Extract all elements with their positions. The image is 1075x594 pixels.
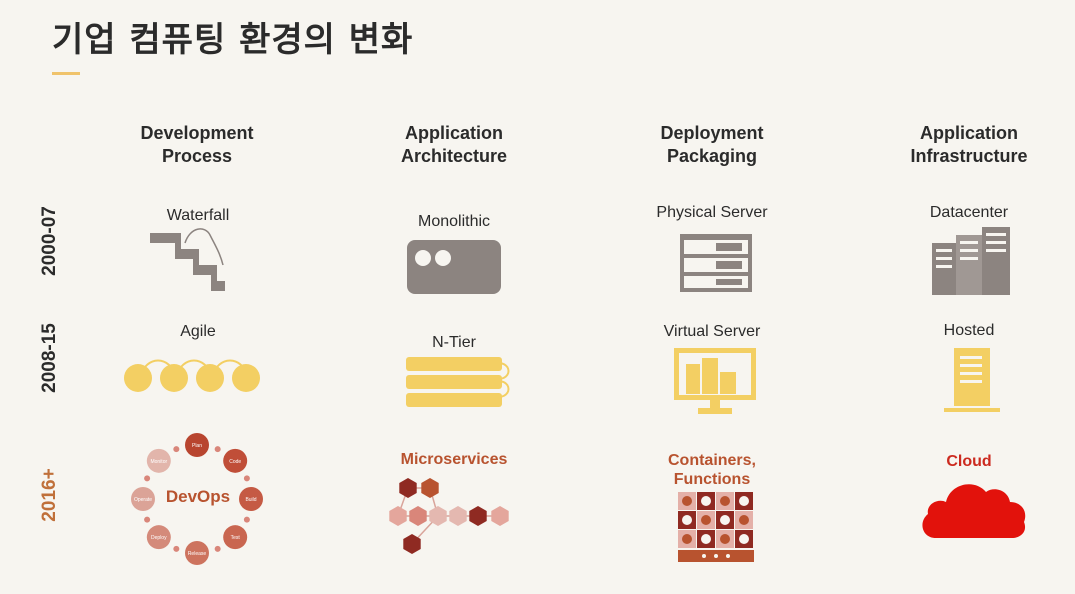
devops-step-label: Test: [231, 535, 241, 541]
hosted-icon: [944, 348, 1000, 412]
devops-step-label: Plan: [192, 443, 202, 449]
header-line: Architecture: [400, 146, 508, 166]
microservice-hexagon: [399, 478, 417, 498]
devops-step-plan: [185, 433, 209, 457]
header-line: Packaging: [666, 146, 758, 166]
cycle-arrow: [243, 516, 250, 523]
year-2016-plus: 2016+: [39, 468, 60, 522]
container-dot: [739, 515, 749, 525]
microservice-hexagon: [389, 506, 407, 526]
header-line: Development: [140, 123, 254, 143]
devops-step-label: Release: [188, 551, 207, 557]
devops-step-label: Code: [229, 459, 241, 465]
agile-icon: [124, 359, 260, 392]
microservice-hexagon: [491, 506, 509, 526]
label-virtual-server: Virtual Server: [663, 323, 761, 340]
devops-step-deploy: [146, 525, 171, 550]
devops-step-label: Monitor: [150, 459, 167, 465]
label-line: Containers,: [667, 452, 756, 469]
microservices-icon: [389, 478, 509, 554]
year-2008-15: 2008-15: [39, 323, 60, 393]
devops-step-release: [185, 541, 209, 565]
header-line: Application: [920, 123, 1018, 143]
microservice-hexagon: [469, 506, 487, 526]
container-dot: [739, 496, 749, 506]
microservice-hexagon: [421, 478, 439, 498]
label-containers-functions: Containers, Functions: [602, 451, 822, 489]
cycle-arrow: [214, 446, 221, 453]
devops-step-label: Operate: [134, 497, 152, 503]
cycle-arrow: [144, 475, 151, 482]
microservice-hexagon: [409, 506, 427, 526]
container-dot: [739, 534, 749, 544]
containers-icon: [678, 492, 754, 562]
cycle-arrow: [144, 516, 151, 523]
label-cloud: Cloud: [946, 453, 992, 470]
label-devops: DevOps: [165, 487, 231, 506]
container-dot: [720, 515, 730, 525]
cycle-arrow: [214, 545, 221, 552]
label-hosted: Hosted: [943, 322, 995, 339]
devops-step-build: [239, 487, 263, 511]
devops-step-code: [223, 448, 248, 473]
microservice-hexagon: [403, 534, 421, 554]
virtual-server-icon: [674, 348, 756, 414]
header-line: Application: [405, 123, 503, 143]
page-title: 기업 컴퓨팅 환경의 변화: [52, 20, 414, 60]
microservice-hexagon: [449, 506, 467, 526]
container-dot: [720, 496, 730, 506]
header-line: Process: [161, 146, 233, 166]
header-line: Deployment: [660, 123, 764, 143]
devops-step-label: Deploy: [151, 535, 167, 541]
container-dot: [701, 496, 711, 506]
cycle-arrow: [243, 475, 250, 482]
devops-step-monitor: [146, 448, 171, 473]
label-physical-server: Physical Server: [656, 204, 768, 221]
label-microservices: Microservices: [400, 451, 508, 468]
container-dot: [682, 534, 692, 544]
header-line: Infrastructure: [910, 146, 1028, 166]
devops-step-label: Build: [245, 497, 256, 503]
container-dot: [701, 534, 711, 544]
container-dot: [701, 515, 711, 525]
year-2000-07: 2000-07: [39, 206, 60, 276]
microservice-hexagon: [429, 506, 447, 526]
devops-step-operate: [131, 487, 155, 511]
cycle-arrow: [173, 446, 180, 453]
monolithic-icon: [407, 240, 501, 294]
label-datacenter: Datacenter: [929, 204, 1009, 221]
devops-step-test: [223, 525, 248, 550]
label-line: Functions: [673, 471, 751, 488]
label-waterfall: Waterfall: [166, 207, 230, 224]
physical-server-icon: [680, 234, 752, 292]
cloud-icon: [922, 484, 1026, 538]
cycle-arrow: [173, 545, 180, 552]
container-dot: [682, 515, 692, 525]
label-monolithic: Monolithic: [417, 213, 491, 230]
waterfall-icon: [150, 228, 225, 291]
label-n-tier: N-Tier: [432, 334, 476, 351]
container-dot: [682, 496, 692, 506]
label-agile: Agile: [180, 323, 216, 340]
datacenter-icon: [932, 227, 1010, 295]
n-tier-icon: [406, 357, 510, 407]
container-dot: [720, 534, 730, 544]
title-underline: [52, 72, 80, 75]
